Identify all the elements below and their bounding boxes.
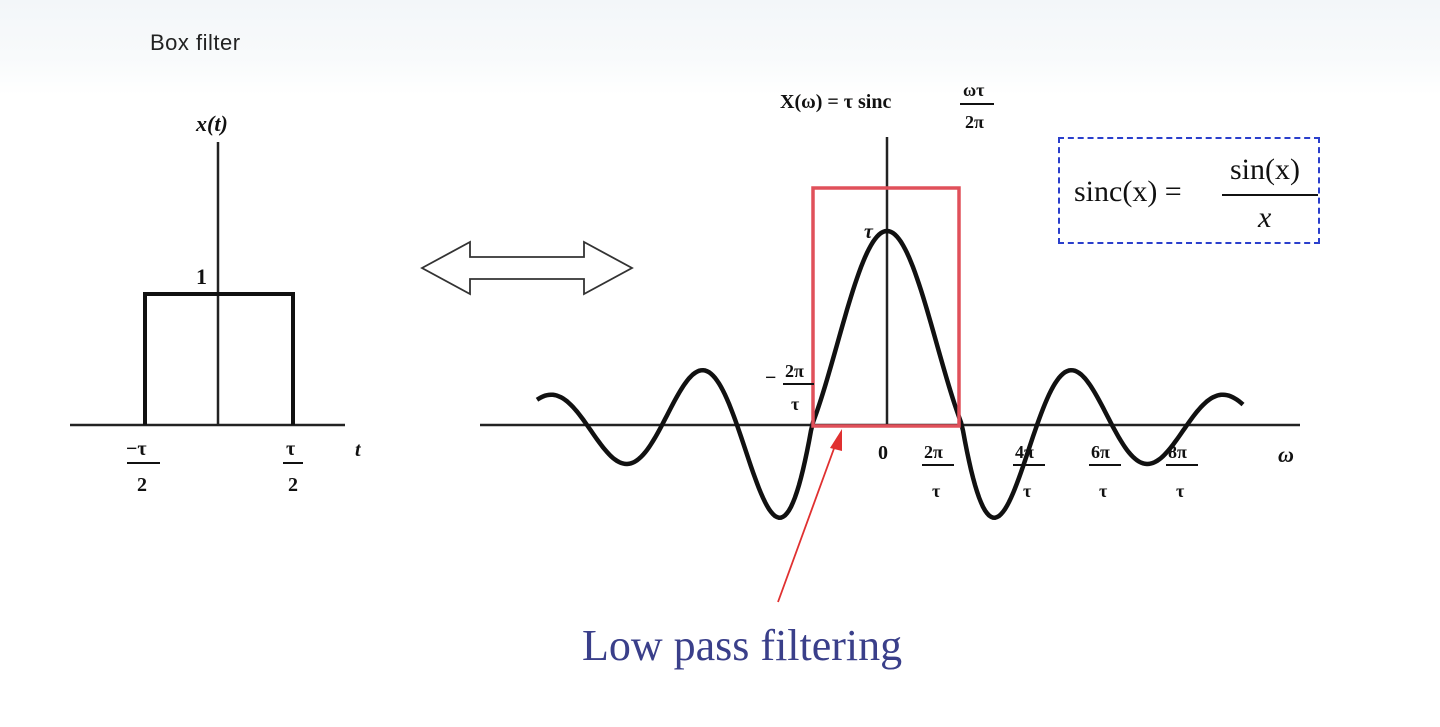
left-x-label: t — [355, 439, 362, 461]
svg-text:τ: τ — [286, 438, 295, 460]
svg-text:τ: τ — [791, 394, 800, 414]
formula-fraction-bar — [1222, 194, 1318, 196]
formula-lhs: sinc(x) = — [1074, 175, 1182, 208]
right-x-label: ω — [1278, 442, 1294, 467]
svg-text:−τ: −τ — [126, 438, 147, 460]
svg-text:τ: τ — [1176, 481, 1185, 501]
svg-text:2: 2 — [288, 474, 298, 496]
svg-text:4π: 4π — [1015, 442, 1034, 462]
tick-8pi: 8π τ — [1166, 442, 1198, 501]
svg-text:τ: τ — [932, 481, 941, 501]
svg-text:2π: 2π — [785, 361, 804, 381]
peak-label: τ — [864, 221, 874, 243]
zero-label: 0 — [878, 442, 888, 464]
left-tick-neg: −τ 2 — [126, 438, 160, 496]
sinc-plot: X(ω) = τ sinc ωτ 2π τ − 2π τ 0 2π τ 4π τ… — [480, 80, 1300, 520]
tick-2pi: 2π τ — [922, 442, 954, 501]
right-y-label-num: ωτ — [963, 80, 985, 100]
sinc-definition-box: sinc(x) = sin(x) x — [1058, 137, 1320, 244]
header-band — [0, 0, 1440, 95]
box-filter-plot: x(t) 1 t −τ 2 τ 2 — [70, 111, 362, 496]
svg-text:τ: τ — [1023, 481, 1032, 501]
neg-tick-label: − 2π τ — [765, 361, 814, 414]
right-y-label-den: 2π — [965, 112, 984, 132]
tick-4pi: 4π τ — [1013, 442, 1045, 501]
svg-text:2: 2 — [137, 474, 147, 496]
svg-text:6π: 6π — [1091, 442, 1110, 462]
svg-text:τ: τ — [1099, 481, 1108, 501]
right-y-label: X(ω) = τ sinc — [780, 91, 891, 113]
left-y-label: x(t) — [195, 111, 228, 136]
formula-denominator: x — [1258, 201, 1272, 234]
left-tick-pos: τ 2 — [283, 438, 303, 496]
svg-text:8π: 8π — [1168, 442, 1187, 462]
sinc-curve — [535, 228, 1245, 520]
caption-arrow — [777, 429, 842, 603]
svg-text:2π: 2π — [924, 442, 943, 462]
tick-6pi: 6π τ — [1089, 442, 1121, 501]
formula-numerator: sin(x) — [1230, 153, 1300, 186]
lowpass-highlight-box — [811, 186, 961, 428]
left-level-label: 1 — [196, 264, 207, 289]
double-arrow-icon — [420, 240, 634, 296]
box-pulse — [143, 292, 295, 425]
slide-title: Box filter — [150, 30, 241, 55]
svg-text:−: − — [765, 367, 776, 389]
caption-text: Low pass filtering — [582, 621, 903, 670]
